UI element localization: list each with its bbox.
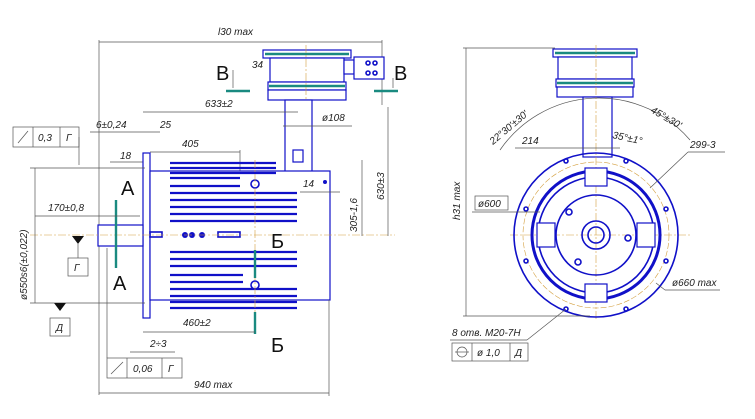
svg-text:Д: Д: [55, 323, 63, 334]
datum-g: Г: [67, 236, 89, 277]
dim-34: 34: [252, 60, 264, 71]
runout-icon: [110, 361, 124, 375]
dim-460: 460±2: [183, 318, 211, 329]
terminal-box-front: [552, 48, 638, 158]
svg-text:0,06: 0,06: [133, 364, 153, 375]
dim-14: 14: [303, 179, 315, 190]
dim-305: 305-1,6: [349, 198, 360, 232]
svg-text:ø 1,0: ø 1,0: [477, 348, 500, 359]
dim-940-max: 940 max: [194, 380, 233, 391]
holes-label: 8 отв. M20-7H: [452, 328, 521, 339]
dim-6: 6±0,24: [96, 120, 127, 131]
dim-25: 25: [159, 120, 172, 131]
dim-d600: ø600: [478, 199, 501, 210]
dim-170: 170±0,8: [48, 203, 85, 214]
svg-text:Г: Г: [74, 263, 81, 274]
dim-405: 405: [182, 139, 199, 150]
section-b-bottom-label: Б: [271, 335, 284, 357]
angle-45: 45°±30': [649, 105, 685, 132]
svg-text:Г: Г: [168, 364, 175, 375]
dim-633: 633±2: [205, 99, 233, 110]
dim-l30-max: l30 max: [218, 27, 254, 38]
dim-299: 299-3: [689, 140, 716, 151]
dim-d660-max: ø660 max: [672, 278, 717, 289]
dim-214: 214: [521, 136, 539, 147]
angle-35: 35°±1°: [611, 130, 643, 147]
svg-text:Д: Д: [514, 348, 522, 359]
dim-2-3: 2÷3: [149, 339, 167, 350]
svg-text:Г: Г: [66, 133, 73, 144]
dim-h31-max: h31 max: [452, 181, 463, 220]
right-view: h31 max 22°30'±30' 45°±30' 214 35°±1° 29…: [450, 45, 725, 362]
position-tolerance: ø 1,0 Д: [451, 342, 529, 362]
terminal-box: [262, 45, 385, 185]
svg-text:0,3: 0,3: [38, 133, 52, 144]
dim-d550: ø550s6(±0,022): [19, 229, 30, 300]
section-v-left-label: В: [216, 63, 229, 85]
left-view: l30 max В В 34 633±2 ø108 6±0,24: [12, 27, 407, 396]
section-v-right-label: В: [394, 63, 407, 85]
runout-icon: [17, 130, 29, 144]
section-a-top-label: А: [121, 178, 135, 200]
motor-body: [97, 152, 331, 319]
section-a-bottom-label: А: [113, 273, 127, 295]
section-b-top-label: Б: [271, 231, 284, 253]
dim-630: 630±3: [376, 172, 387, 200]
runout-tolerance-bottom: 0,06 Г: [106, 248, 183, 379]
runout-tolerance-top: 0,3 Г: [12, 126, 80, 165]
dim-d108: ø108: [322, 113, 345, 124]
dim-18: 18: [120, 151, 132, 162]
datum-d: Д: [49, 303, 71, 337]
end-shield: [513, 152, 679, 318]
